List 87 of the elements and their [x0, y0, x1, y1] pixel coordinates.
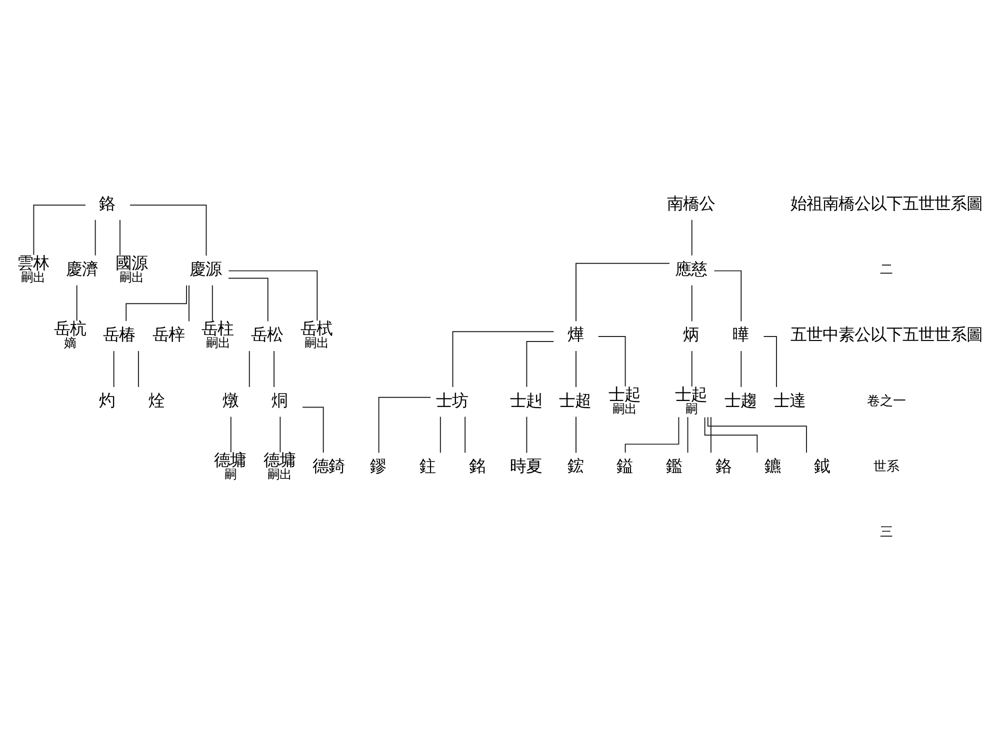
node-text: 炳	[683, 325, 700, 344]
node-text: 鉻	[99, 194, 116, 214]
node-text: 銘	[468, 456, 485, 476]
node-text: 慶源	[189, 260, 222, 279]
node-text: 燁	[567, 325, 584, 344]
connector	[440, 416, 441, 454]
node-text: 岳柱	[202, 319, 234, 338]
node-label: 嗣出	[206, 336, 230, 350]
connector	[691, 284, 692, 322]
connector	[248, 350, 250, 388]
node-text: 士坊	[436, 390, 468, 410]
connector	[228, 270, 318, 322]
connector	[378, 396, 432, 454]
node-label: 嗣出	[612, 402, 637, 416]
node-text: 慶濟	[66, 260, 98, 279]
node-text: 士趨	[724, 390, 756, 410]
node-text: 燉	[222, 390, 238, 410]
connector	[119, 219, 120, 256]
node-text: 鑣	[764, 456, 781, 476]
connector	[710, 416, 712, 454]
connector	[464, 416, 466, 454]
node-text: 雲林	[16, 253, 49, 272]
connector	[113, 350, 114, 388]
label: 世系	[874, 460, 900, 475]
label: 三	[880, 525, 894, 540]
node-text: 鉻	[715, 456, 732, 476]
node-text: 岳梓	[152, 325, 184, 344]
node-text: 南橋公	[666, 194, 715, 214]
node-text: 士超	[559, 390, 592, 410]
node-text: 灼	[99, 390, 116, 410]
node-text: 士達	[774, 390, 806, 410]
connector	[526, 340, 554, 388]
connector	[138, 350, 139, 388]
node-label: 嗣出	[20, 270, 45, 284]
connector	[76, 284, 78, 322]
node-text: 鋐	[567, 456, 584, 476]
node-text: 烔	[272, 390, 288, 410]
connector	[280, 416, 281, 453]
node-text: 岳椿	[103, 325, 136, 344]
connector	[228, 278, 268, 322]
connector	[598, 336, 626, 387]
connector	[704, 416, 758, 453]
connector	[687, 416, 688, 454]
label: 二	[880, 262, 894, 278]
connector	[126, 284, 188, 322]
node-text: 鉞	[814, 456, 830, 476]
connector	[33, 204, 86, 256]
connector	[452, 331, 554, 388]
connector	[230, 416, 232, 453]
connector	[707, 416, 807, 454]
node-text: 國源	[115, 253, 148, 272]
node-text: 曄	[732, 325, 749, 344]
connector	[188, 284, 190, 322]
node-text: 鉒	[419, 456, 436, 476]
connector	[212, 284, 213, 322]
node-label: 嗣	[685, 402, 698, 416]
node-label: 嗣出	[267, 468, 292, 482]
connector	[526, 416, 528, 454]
node-text: 應慈	[675, 260, 708, 279]
connector	[94, 219, 96, 256]
label: 始祖南橋公以下五世世系圖	[790, 194, 983, 214]
node-text: 德錡	[312, 456, 345, 476]
node-label: 嗣出	[120, 270, 144, 284]
label: 五世中素公以下五世世系圖	[790, 325, 983, 344]
node-text: 時夏	[510, 456, 542, 476]
connector	[576, 262, 670, 322]
node-text: 士起	[608, 384, 640, 404]
node-label: 嗣出	[304, 336, 328, 350]
connector	[302, 406, 324, 454]
connector	[691, 219, 692, 256]
node-text: 鑑	[666, 456, 682, 476]
node-label: 嫡	[64, 336, 76, 350]
connector	[691, 350, 692, 388]
node-text: 士赳	[510, 390, 542, 410]
node-text: 岳松	[251, 325, 284, 344]
connector	[274, 350, 275, 388]
node-text: 德墉	[214, 450, 246, 470]
node-text: 岳栻	[300, 319, 332, 338]
node-text: 烇	[148, 390, 164, 410]
connector	[714, 270, 742, 322]
node-text: 鏐	[370, 456, 386, 476]
connector	[740, 350, 742, 388]
connector	[130, 204, 207, 256]
node-text: 鎰	[616, 456, 633, 476]
node-text: 士起	[675, 384, 708, 404]
label: 卷之一	[867, 394, 906, 409]
node-label: 嗣	[224, 468, 236, 482]
